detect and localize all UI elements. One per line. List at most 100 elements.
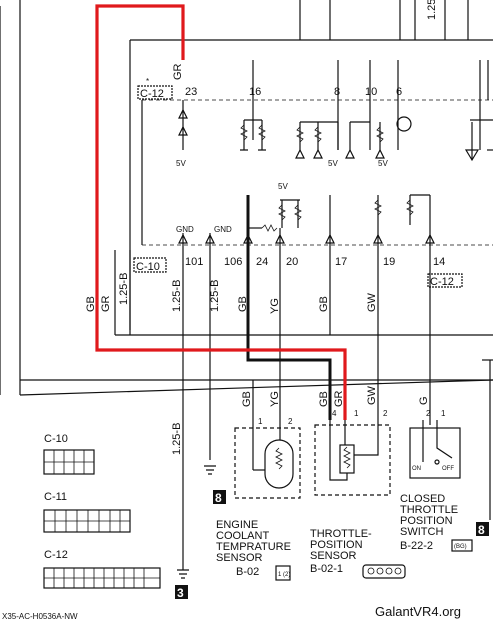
arrows-10 bbox=[345, 148, 385, 159]
switch-pin-2: 2 bbox=[426, 409, 431, 418]
code-gb-left: GB bbox=[85, 296, 97, 312]
switch-on: ON bbox=[412, 466, 421, 472]
gnd-label-2: GND bbox=[214, 225, 232, 234]
coolant-pin-1: 1 bbox=[258, 417, 263, 426]
c12-top-label: C-12 bbox=[140, 88, 164, 100]
circuit-8 bbox=[299, 121, 339, 150]
tps-connector-pin-icon-3 bbox=[385, 567, 393, 575]
volt-label-4: 5V bbox=[278, 182, 288, 191]
thermistor-body bbox=[264, 439, 294, 489]
coolant-line1: ENGINE bbox=[216, 519, 258, 531]
arrows-8 bbox=[295, 148, 323, 159]
ecu-top-pins bbox=[178, 60, 481, 150]
coolant-ref: B-02 bbox=[236, 566, 259, 578]
circuit-right bbox=[470, 119, 493, 160]
code-gr-tps: GR bbox=[333, 390, 345, 407]
code-125b-d: 1.25-B bbox=[171, 423, 183, 455]
ground-mark-2: 8 bbox=[478, 523, 485, 537]
doc-id: X35-AC-H0536A-NW bbox=[2, 612, 78, 621]
coolant-line3: TEMPRATURE bbox=[216, 541, 291, 553]
face-c10-label: C-10 bbox=[44, 433, 68, 445]
tps-box bbox=[314, 424, 391, 496]
ground-mark-3-box bbox=[175, 585, 188, 599]
face-c12-label: C-12 bbox=[44, 549, 68, 561]
connector-c12-top: C-12 * bbox=[137, 77, 173, 100]
circuit-16 bbox=[240, 119, 266, 151]
resistor-10 bbox=[376, 126, 384, 143]
resistor-8a bbox=[296, 126, 304, 143]
switch-line3: POSITION bbox=[400, 515, 453, 527]
switch-line4: SWITCH bbox=[400, 526, 443, 538]
ecu-top-circuits bbox=[178, 116, 493, 162]
volt-label-3: 5V bbox=[378, 159, 388, 168]
coolant-box bbox=[234, 427, 301, 499]
resistor-24 bbox=[261, 224, 278, 232]
pin-top-4: 6 bbox=[396, 86, 402, 98]
code-gw-tps: GW bbox=[366, 385, 378, 405]
pin-bottom-2: 24 bbox=[256, 256, 268, 268]
ecu-bottom-circuits bbox=[178, 194, 435, 380]
harness-wires bbox=[19, 250, 493, 570]
c10-mid-label: C-10 bbox=[136, 261, 160, 273]
code-yg-lower: YG bbox=[269, 391, 281, 407]
connector-faces: C-10 C-11 C-12 bbox=[43, 433, 161, 589]
ground-symbol-2 bbox=[177, 569, 189, 579]
face-c11-label: C-11 bbox=[44, 491, 67, 503]
tps-resistor bbox=[343, 446, 351, 469]
pin-top-2: 8 bbox=[334, 86, 340, 98]
tps-line1: THROTTLE- bbox=[310, 528, 372, 540]
highlight-wire-black bbox=[246, 195, 332, 420]
c12-top-box bbox=[137, 85, 173, 100]
c12-mid-label: C-12 bbox=[430, 276, 454, 288]
highlight-wire-red bbox=[95, 4, 347, 420]
thermistor-resistor bbox=[275, 447, 283, 470]
face-c12-grid-icon bbox=[44, 568, 160, 588]
ground-mark-1: 8 bbox=[215, 491, 222, 505]
pin-bottom-5: 19 bbox=[383, 256, 395, 268]
switch-off: OFF bbox=[442, 466, 454, 472]
pin-top-3: 10 bbox=[365, 86, 377, 98]
pin-top-1: 16 bbox=[249, 86, 261, 98]
pin-bottom-6: 14 bbox=[433, 256, 445, 268]
tps-pin-1: 1 bbox=[354, 409, 359, 418]
throttle-position-sensor: 4 1 2 THROTTLE- POSITION SENSOR B-02-1 bbox=[310, 409, 406, 579]
pin-bottom-1: 106 bbox=[224, 256, 242, 268]
switch-contacts bbox=[422, 420, 453, 462]
code-gr-top: GR bbox=[172, 63, 184, 80]
watermark: GalantVR4.org bbox=[375, 604, 461, 619]
switch-line1: CLOSED bbox=[400, 493, 445, 505]
code-gr-left: GR bbox=[100, 295, 112, 312]
tps-line3: SENSOR bbox=[310, 550, 357, 562]
face-c11-grid-icon bbox=[44, 510, 130, 532]
coolant-line2: COOLANT bbox=[216, 530, 269, 542]
coolant-sensor: 1 2 ENGINE COOLANT TEMPRATURE SENSOR B-0… bbox=[216, 417, 301, 581]
switch-line2: THROTTLE bbox=[400, 504, 458, 516]
tps-line2: POSITION bbox=[310, 539, 363, 551]
lower-bus bbox=[19, 379, 493, 396]
coolant-line4: SENSOR bbox=[216, 552, 263, 564]
tps-connector-pin-icon-1 bbox=[367, 567, 375, 575]
connector-c10-mid: C-10 bbox=[133, 257, 167, 273]
c12-star: * bbox=[146, 77, 149, 86]
tps-connector-pin-icon-4 bbox=[394, 567, 402, 575]
volt-label-2: 5V bbox=[328, 159, 338, 168]
ground-mark-2-box bbox=[476, 522, 489, 536]
ground-right bbox=[464, 149, 480, 162]
switch-node bbox=[434, 459, 440, 465]
code-gw-right: GW bbox=[366, 292, 378, 312]
gnd-label-1: GND bbox=[176, 225, 194, 234]
resistor-8b bbox=[314, 126, 322, 143]
resistors-20 bbox=[278, 204, 302, 221]
code-125b-a: 1.25-B bbox=[118, 273, 130, 305]
tps-connector-icon bbox=[362, 564, 406, 579]
resistor-16b bbox=[258, 124, 266, 141]
wire-codes: GR 1.25 GB GR 1.25-B 1.25-B 1.25-B 1.25-… bbox=[85, 0, 438, 455]
closed-throttle-switch: 2 1 ON OFF CLOSED THROTTLE POSITION SWIT… bbox=[400, 409, 473, 552]
grounds: 8 8 3 bbox=[175, 465, 489, 600]
switch-ref: B-22-2 bbox=[400, 540, 433, 552]
circuit-10 bbox=[349, 121, 381, 150]
code-gb-mid: GB bbox=[237, 296, 249, 312]
face-c10-grid-icon bbox=[44, 450, 94, 474]
